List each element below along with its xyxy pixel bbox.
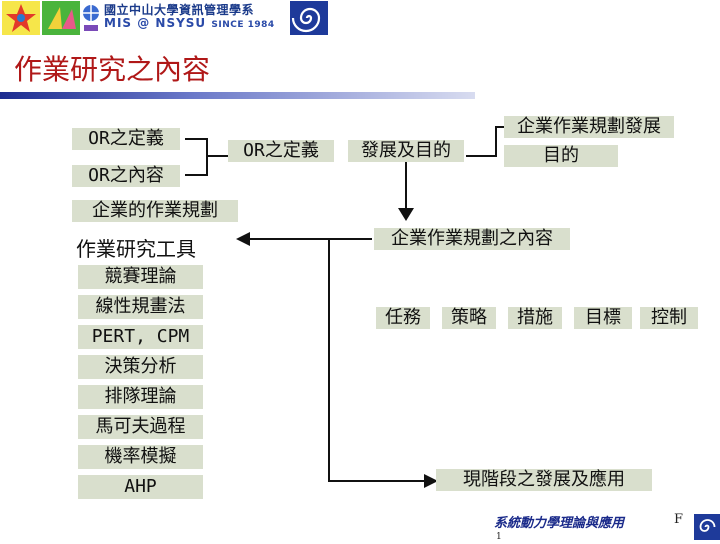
enterprise-planning-box: 企業的作業規劃 [72, 200, 238, 222]
development-purpose-box: 發展及目的 [348, 140, 464, 162]
item-strategy: 策略 [442, 307, 496, 329]
title-divider [0, 92, 475, 99]
bracket-top-line [185, 138, 207, 140]
bracket-vertical-line [206, 138, 208, 176]
left-arrow [236, 232, 372, 246]
item-measures: 措施 [508, 307, 562, 329]
corner-swirl-icon [694, 514, 720, 540]
current-status-box: 現階段之發展及應用 [436, 469, 652, 491]
down-arrow-shaft [405, 162, 407, 212]
tool-item: 機率模擬 [78, 445, 203, 469]
purpose-connector-v [495, 126, 497, 157]
or-definition-middle-box: OR之定義 [228, 140, 334, 162]
tool-item: 決策分析 [78, 355, 203, 379]
bracket-bottom-line [185, 174, 207, 176]
down-arrow-head [398, 208, 414, 221]
item-goals: 目標 [574, 307, 632, 329]
footer-letter: F [674, 512, 684, 527]
status-connector-v [328, 239, 330, 481]
planning-purpose-line2: 目的 [504, 145, 618, 167]
tool-item: 馬可夫過程 [78, 415, 203, 439]
tool-item: PERT, CPM [78, 325, 203, 349]
or-definition-box: OR之定義 [72, 128, 180, 150]
purpose-connector-top [495, 126, 505, 128]
planning-purpose-line1: 企業作業規劃發展 [504, 116, 674, 138]
tool-item: AHP [78, 475, 203, 499]
page-title: 作業研究之內容 [14, 53, 211, 86]
logo-star-icon [2, 1, 40, 35]
banner-mis: MIS @ NSYSU [104, 16, 207, 30]
tool-item: 競賽理論 [78, 265, 203, 289]
or-content-box: OR之內容 [72, 165, 180, 187]
tools-heading: 作業研究工具 [76, 237, 196, 261]
tool-item: 排隊理論 [78, 385, 203, 409]
purpose-connector-h [466, 155, 496, 157]
logo-globe-icon [80, 1, 102, 35]
item-control: 控制 [640, 307, 698, 329]
banner-since: SINCE 1984 [211, 20, 275, 30]
tool-item: 線性規畫法 [78, 295, 203, 319]
banner-title: 國立中山大學資訊管理學系 [104, 3, 255, 17]
right-arrow [328, 474, 438, 488]
footer-course-title: 系統動力學理論與應用 [494, 516, 625, 531]
logo-book-icon [42, 1, 80, 35]
planning-content-box: 企業作業規劃之內容 [374, 228, 570, 250]
item-mission: 任務 [376, 307, 430, 329]
footer-page-number: 1 [496, 532, 502, 542]
bracket-connector-line [206, 155, 228, 157]
logo-swirl-icon [290, 1, 328, 35]
banner-subtitle: MIS @ NSYSU SINCE 1984 [104, 16, 275, 30]
header-banner: 國立中山大學資訊管理學系 MIS @ NSYSU SINCE 1984 [0, 0, 330, 38]
